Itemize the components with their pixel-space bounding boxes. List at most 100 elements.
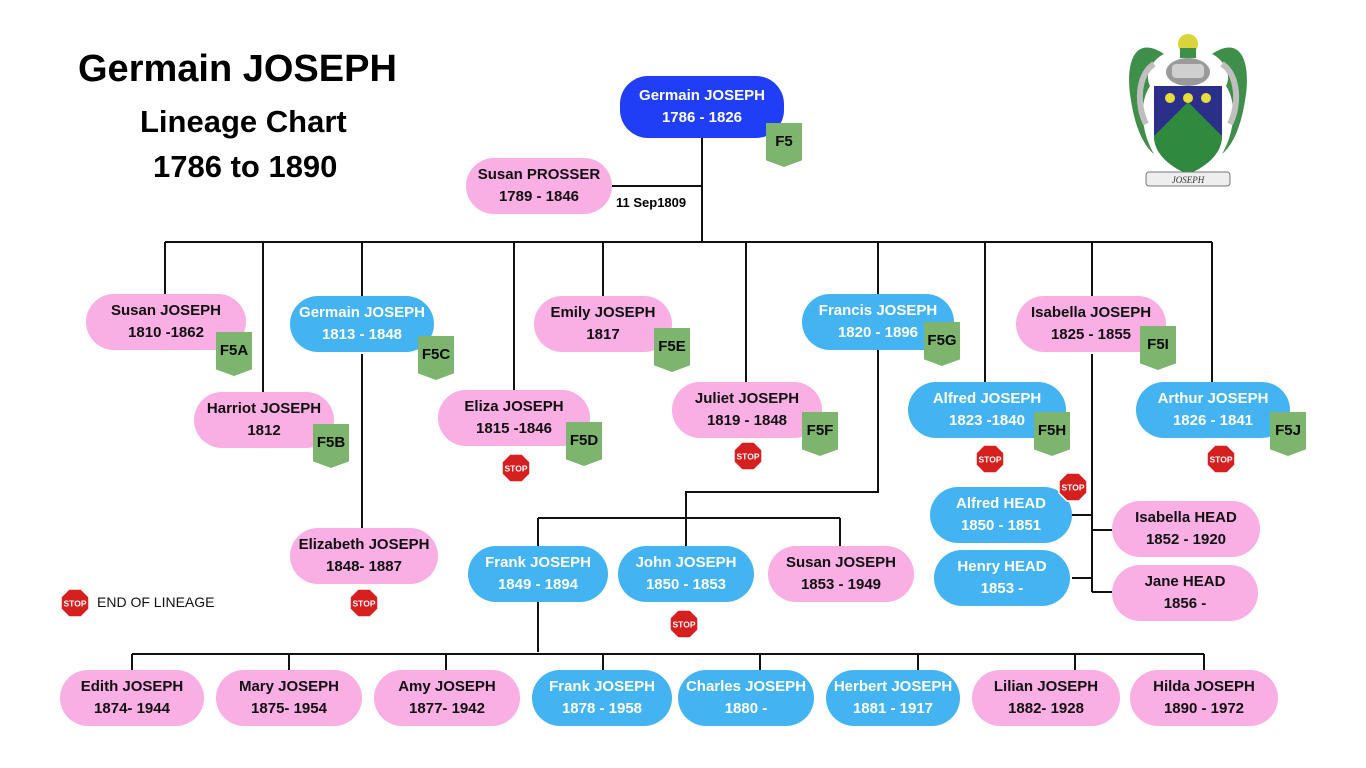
person-dates: 1813 - 1848 [321,326,403,343]
family-tag: F5H [1034,412,1070,456]
family-tag: F5J [1270,412,1306,456]
svg-text:STOP: STOP [673,620,696,630]
chart-title: Germain JOSEPH [78,48,397,90]
stop-icon: STOP [349,588,379,618]
person-name: John JOSEPH [635,554,737,571]
person-name: Germain JOSEPH [639,87,765,104]
person-name: Eliza JOSEPH [464,398,564,415]
person-name: Susan JOSEPH [785,554,897,571]
family-tag: F5A [216,332,252,376]
person-dates: 1852 - 1920 [1145,531,1227,548]
person-node-child[interactable]: Harriot JOSEPH 1812 [194,392,334,448]
svg-text:STOP: STOP [1062,483,1085,493]
person-node-child[interactable]: Eliza JOSEPH 1815 -1846 [438,390,590,446]
stop-icon: STOP [1058,472,1088,502]
person-dates: 1823 -1840 [949,412,1025,429]
svg-text:STOP: STOP [737,452,760,462]
person-node-grandchild[interactable]: Susan JOSEPH 1853 - 1949 [768,546,914,602]
person-node-child[interactable]: Juliet JOSEPH 1819 - 1848 [672,382,822,438]
person-name: Elizabeth JOSEPH [298,536,430,553]
person-dates: 1856 - [1163,595,1207,612]
family-tag: F5I [1140,326,1176,370]
person-node-great-grandchild[interactable]: Hilda JOSEPH 1890 - 1972 [1130,670,1278,726]
person-node-grandchild[interactable]: Elizabeth JOSEPH 1848- 1887 [290,528,438,584]
person-node-grandchild[interactable]: Henry HEAD 1853 - [934,550,1070,606]
crest-motto: JOSEPH [1172,175,1205,185]
person-name: Henry HEAD [957,558,1047,575]
person-dates: 1853 - [980,580,1024,597]
marriage-date: 11 Sep1809 [616,195,687,210]
person-node-great-grandchild[interactable]: Amy JOSEPH 1877- 1942 [374,670,520,726]
svg-text:STOP: STOP [353,599,376,609]
person-name: Arthur JOSEPH [1157,390,1269,407]
person-name: Susan JOSEPH [110,302,222,319]
person-node-child[interactable]: Alfred JOSEPH 1823 -1840 [908,382,1066,438]
person-name: Isabella JOSEPH [1030,304,1152,321]
person-node-grandchild[interactable]: Jane HEAD 1856 - [1112,565,1258,621]
person-dates: 1812 [247,422,281,439]
person-name: Amy JOSEPH [398,678,496,695]
family-tag: F5C [418,336,454,380]
person-dates: 1810 -1862 [128,324,204,341]
person-dates: 1874- 1944 [94,700,170,717]
person-node-child[interactable]: Emily JOSEPH 1817 [534,296,672,352]
person-name: Hilda JOSEPH [1153,678,1255,695]
person-dates: 1817 [586,326,620,343]
person-node-great-grandchild[interactable]: Mary JOSEPH 1875- 1954 [216,670,362,726]
person-node-grandchild[interactable]: Alfred HEAD 1850 - 1851 [930,487,1072,543]
person-dates: 1826 - 1841 [1172,412,1254,429]
person-node-grandchild[interactable]: John JOSEPH 1850 - 1853 [618,546,754,602]
person-dates: 1786 - 1826 [661,109,743,126]
person-node-great-grandchild[interactable]: Frank JOSEPH 1878 - 1958 [532,670,672,726]
person-name: Frank JOSEPH [549,678,655,695]
person-dates: 1849 - 1894 [497,576,579,593]
person-dates: 1820 - 1896 [837,324,919,341]
person-node-great-grandchild[interactable]: Herbert JOSEPH 1881 - 1917 [826,670,960,726]
stop-icon: STOP [501,453,531,483]
person-node-grandchild[interactable]: Isabella HEAD 1852 - 1920 [1112,501,1260,557]
person-name: Frank JOSEPH [485,554,591,571]
legend-label: END OF LINEAGE [97,594,215,610]
person-node-grandchild[interactable]: Frank JOSEPH 1849 - 1894 [468,546,608,602]
person-dates: 1815 -1846 [476,420,552,437]
family-tag: F5E [654,328,690,372]
person-name: Germain JOSEPH [299,304,425,321]
svg-text:STOP: STOP [64,599,87,609]
family-tag: F5F [802,412,838,456]
person-name: Susan PROSSER [477,166,601,183]
family-tag: F5D [566,422,602,466]
person-dates: 1880 - [724,700,768,717]
family-tag: F5 [766,123,802,167]
person-name: Edith JOSEPH [80,678,184,695]
person-dates: 1850 - 1853 [645,576,727,593]
svg-text:STOP: STOP [1210,455,1233,465]
person-node-spouse[interactable]: Susan PROSSER 1789 - 1846 [466,158,612,214]
person-node-child[interactable]: Germain JOSEPH 1813 - 1848 [290,296,434,352]
person-node-great-grandchild[interactable]: Charles JOSEPH 1880 - [678,670,814,726]
person-node-great-grandchild[interactable]: Lilian JOSEPH 1882- 1928 [972,670,1120,726]
person-name: Alfred JOSEPH [932,390,1042,407]
stop-icon: STOP [669,609,699,639]
person-dates: 1848- 1887 [326,558,402,575]
person-name: Emily JOSEPH [550,304,656,321]
person-name: Francis JOSEPH [818,302,938,319]
person-node-root[interactable]: Germain JOSEPH 1786 - 1826 [620,76,784,138]
person-dates: 1882- 1928 [1008,700,1084,717]
stop-icon: STOP [975,444,1005,474]
stop-icon: STOP [733,441,763,471]
person-name: Charles JOSEPH [685,678,807,695]
person-name: Mary JOSEPH [238,678,340,695]
person-dates: 1878 - 1958 [561,700,643,717]
family-tag: F5B [313,424,349,468]
person-name: Juliet JOSEPH [694,390,800,407]
family-tag: F5G [924,322,960,366]
person-dates: 1881 - 1917 [852,700,934,717]
person-node-child[interactable]: Arthur JOSEPH 1826 - 1841 [1136,382,1290,438]
person-node-great-grandchild[interactable]: Edith JOSEPH 1874- 1944 [60,670,204,726]
person-dates: 1853 - 1949 [800,576,882,593]
person-name: Isabella HEAD [1135,509,1237,526]
chart-subtitle: Lineage Chart [140,104,347,139]
person-name: Harriot JOSEPH [206,400,322,417]
person-dates: 1875- 1954 [251,700,327,717]
